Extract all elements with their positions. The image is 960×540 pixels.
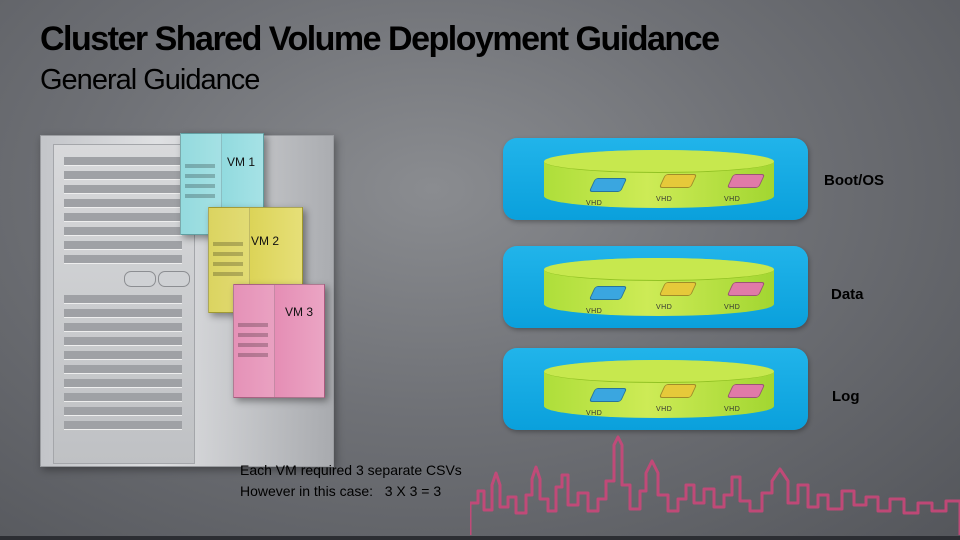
vhd-icon: VHD [724,282,766,318]
vhd-icon: VHD [586,286,628,322]
caption: Each VM required 3 separate CSVs However… [240,460,462,502]
city-skyline-decoration [470,435,960,535]
slide-title: Cluster Shared Volume Deployment Guidanc… [40,20,720,58]
data-label: Data [831,286,864,303]
csv-disk: VHD VHD VHD [544,258,774,316]
slide-subtitle: General Guidance [40,64,260,96]
vhd-icon: VHD [586,178,628,214]
caption-line-2: However in this case: 3 X 3 = 3 [240,483,442,499]
bottom-bar [0,536,960,540]
vhd-icon: VHD [656,174,698,210]
vm2-label: VM 2 [251,234,280,248]
csv-data: VHD VHD VHD [503,246,808,328]
vhd-icon: VHD [656,384,698,420]
boot-os-label: Boot/OS [824,172,884,189]
log-label: Log [832,388,860,405]
csv-log: VHD VHD VHD [503,348,808,430]
caption-line-1: Each VM required 3 separate CSVs [240,462,462,478]
vm1-label: VM 1 [227,155,256,169]
vhd-icon: VHD [656,282,698,318]
vhd-icon: VHD [586,388,628,424]
csv-disk: VHD VHD VHD [544,150,774,208]
vhd-icon: VHD [724,384,766,420]
csv-disk: VHD VHD VHD [544,360,774,418]
vm3-server-icon [233,284,325,398]
vhd-icon: VHD [724,174,766,210]
csv-boot-os: VHD VHD VHD [503,138,808,220]
vm3-label: VM 3 [285,305,314,319]
